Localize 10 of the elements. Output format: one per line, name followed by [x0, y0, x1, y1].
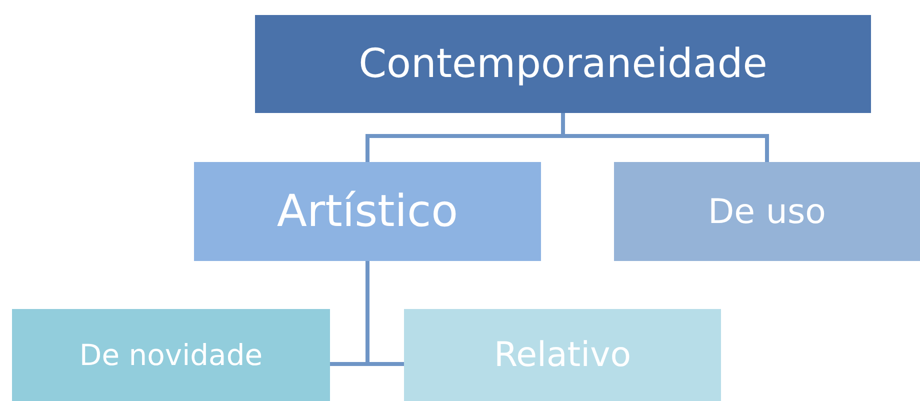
- process-box: [614, 162, 920, 261]
- node-label: Artístico: [276, 186, 458, 237]
- node-label: Contemporaneidade: [358, 41, 768, 87]
- process-box: [404, 309, 721, 401]
- node-label: De uso: [708, 192, 826, 232]
- process-box: [255, 15, 871, 113]
- process-box: [12, 309, 330, 401]
- process-box: [194, 162, 541, 261]
- node-label: Relativo: [494, 335, 631, 375]
- node-label: De novidade: [79, 338, 263, 372]
